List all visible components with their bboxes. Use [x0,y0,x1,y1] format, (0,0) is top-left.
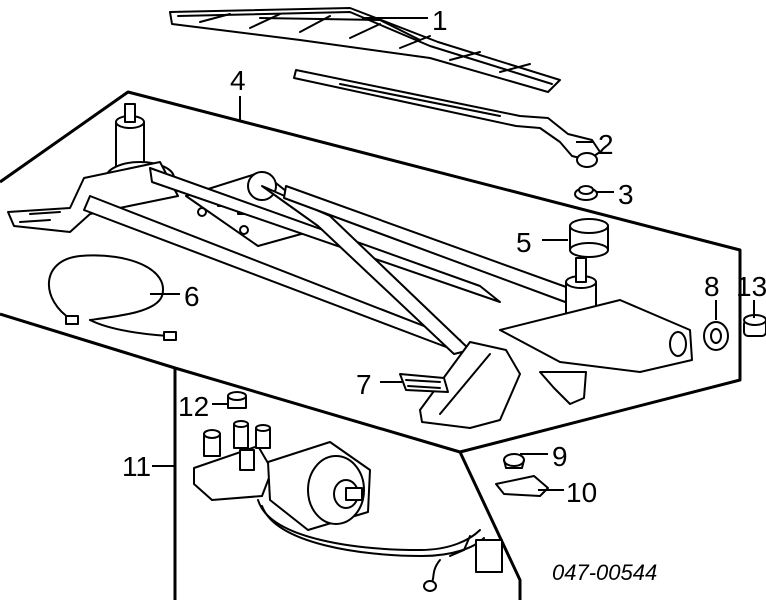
part-8-grommet [703,321,729,351]
callout-7: 7 [356,369,372,400]
leader-lines [150,17,755,491]
part-2-wiper-arm [293,69,601,168]
callout-4: 4 [230,65,246,96]
part-5-grommet [569,218,609,258]
part-10-bracket [495,475,549,497]
callout-1: 1 [432,5,448,36]
callout-8: 8 [704,271,720,302]
callout-2: 2 [598,129,614,160]
part-9-bolt [503,453,525,469]
part-11-wiper-motor [173,368,522,600]
part-1-wiper-blade [169,7,561,93]
callout-3: 3 [618,179,634,210]
callout-13: 13 [736,271,766,302]
callout-11: 11 [122,451,151,482]
callout-12: 12 [178,391,209,422]
callout-6: 6 [184,281,200,312]
part-6-hose [47,254,177,341]
part-7-clip [399,373,449,393]
diagram-code: 047-00544 [552,560,657,585]
callout-10: 10 [566,477,597,508]
callout-5: 5 [516,227,532,258]
part-3-nut [574,185,598,201]
part-13-cap [743,314,766,337]
callout-9: 9 [552,441,568,472]
part-4-linkage-assembly [0,90,742,454]
part-12-bushing [227,391,247,409]
